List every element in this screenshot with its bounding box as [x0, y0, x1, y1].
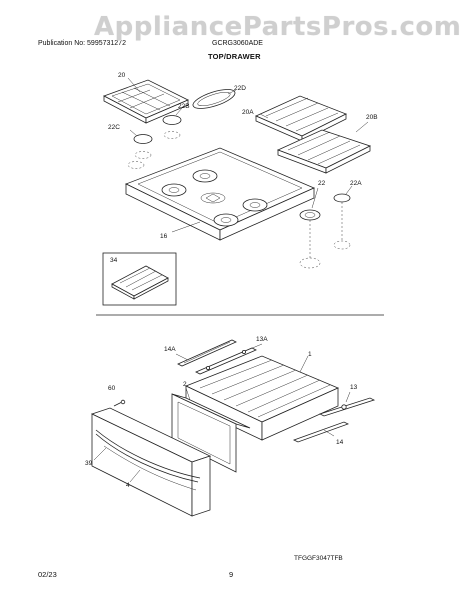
burner-cap-22	[299, 209, 321, 221]
burner-cap-22c	[133, 134, 153, 144]
callout-14: 14	[336, 439, 344, 446]
footer-date: 02/23	[38, 570, 57, 579]
drawer-inner-panel	[171, 393, 251, 473]
drawer-front	[90, 407, 212, 517]
model-number: GCRG3060ADE	[212, 40, 263, 47]
drawer-slide-left-inner	[195, 347, 257, 375]
callout-16: 16	[160, 233, 168, 240]
griddle	[111, 265, 169, 300]
drawer-slide-right-lower	[292, 421, 350, 443]
callout-60: 60	[108, 385, 116, 392]
publication-number: Publication No: 5995731272	[38, 40, 126, 47]
grate-right-front	[276, 129, 372, 174]
callout-leaders	[93, 77, 369, 483]
burner-cap-oval	[192, 89, 236, 109]
watermark: AppliancePartsPros.com	[94, 12, 462, 42]
callout-1: 1	[308, 351, 312, 358]
callout-20a: 20A	[242, 109, 254, 116]
callout-20: 20	[118, 72, 126, 79]
callout-14a: 14A	[164, 346, 176, 353]
callout-39: 39	[85, 460, 93, 467]
callout-22b: 22B	[178, 103, 190, 110]
burner-cap-22b	[162, 115, 182, 125]
callout-20b: 20B	[366, 114, 378, 121]
callout-13: 13	[350, 384, 358, 391]
drawer-slide-left	[177, 339, 237, 367]
callout-34: 34	[110, 257, 118, 264]
callout-13a: 13A	[256, 336, 268, 343]
drawer-slide-right	[318, 397, 376, 417]
griddle-inset-box	[102, 252, 177, 306]
cooktop-main-top	[124, 147, 316, 241]
callout-22c: 22C	[108, 124, 120, 131]
callout-2: 2	[183, 381, 187, 388]
page-number: 9	[229, 570, 234, 579]
section-title: TOP/DRAWER	[208, 52, 261, 61]
drawer-body	[184, 355, 340, 441]
diagram-code: TFGGF3047TFB	[294, 555, 343, 562]
grate-left	[103, 79, 189, 124]
callout-22d: 22D	[234, 85, 246, 92]
callout-4: 4	[126, 482, 130, 489]
callout-22a: 22A	[350, 180, 362, 187]
burner-cap-22a	[333, 193, 351, 203]
screw	[113, 399, 126, 407]
callout-22: 22	[318, 180, 326, 187]
